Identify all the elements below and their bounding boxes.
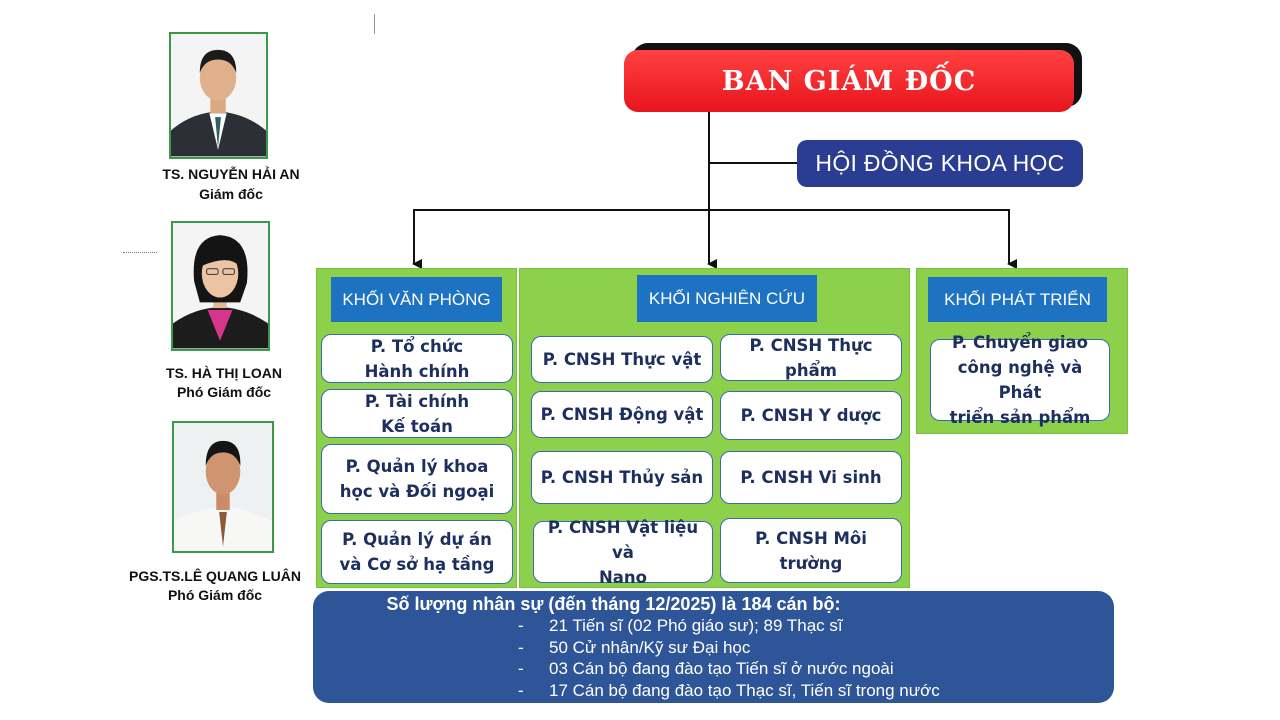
dept-box: P. Tài chính Kế toán	[321, 389, 513, 438]
portrait-icon	[173, 223, 268, 349]
dept-line: P. CNSH Thủy sản	[540, 468, 704, 487]
dept-line: triển sản phẩm	[949, 408, 1091, 427]
dept-line: P. Tổ chức	[370, 336, 464, 356]
summary-title: Số lượng nhân sự (đến tháng 12/2025) là …	[386, 594, 841, 614]
leader-role: Phó Giám đốc	[176, 384, 272, 400]
development-block-title: KHỐI PHÁT TRIỂN	[928, 277, 1107, 322]
bullet-dash: -	[518, 659, 524, 678]
dept-line: P. CNSH Vi sinh	[740, 468, 882, 487]
office-block-title: KHỐI VĂN PHÒNG	[331, 277, 502, 322]
dept-box: P. CNSH Môi trường	[720, 518, 902, 583]
dept-box: P. CNSH Thủy sản	[531, 451, 713, 504]
summary-list: - 21 Tiến sĩ (02 Phó giáo sư); 89 Thạc sĩ…	[518, 615, 940, 701]
leader-role: Phó Giám đốc	[167, 587, 263, 603]
portrait-icon	[171, 34, 266, 157]
dept-line: Hành chính	[364, 361, 470, 381]
dept-line: Kế toán	[381, 416, 453, 436]
staff-summary-panel: Số lượng nhân sự (đến tháng 12/2025) là …	[313, 591, 1114, 703]
summary-item: - 17 Cán bộ đang đào tạo Thạc sĩ, Tiến sĩ…	[518, 680, 940, 702]
leader-role: Giám đốc	[199, 186, 263, 202]
leader-name: PGS.TS.LÊ QUANG LUÂN	[129, 568, 301, 584]
dotted-divider	[123, 252, 157, 253]
dept-line: P. Quản lý dự án	[342, 530, 492, 549]
science-council-box: HỘI ĐỒNG KHOA HỌC	[797, 140, 1083, 187]
summary-item-text: 50 Cử nhân/Kỹ sư Đại học	[549, 637, 751, 657]
dept-box: P. CNSH Động vật	[531, 391, 713, 438]
leader-name: TS. NGUYỄN HẢI AN	[162, 166, 300, 182]
dept-line: P. CNSH Môi	[755, 528, 867, 548]
dept-box: P. CNSH Vật liệu và Nano	[533, 517, 713, 587]
dept-line: P. Tài chính	[364, 391, 470, 411]
dept-line: P. CNSH Thực vật	[542, 350, 702, 369]
dept-line: công nghệ và Phát	[957, 358, 1083, 402]
dept-line: phẩm	[785, 360, 837, 380]
bullet-dash: -	[518, 616, 524, 635]
divider-tick	[374, 14, 375, 34]
summary-item: - 21 Tiến sĩ (02 Phó giáo sư); 89 Thạc sĩ	[518, 615, 940, 637]
dept-box: P. Quản lý dự án và Cơ sở hạ tầng	[321, 520, 513, 584]
dept-box: P. Quản lý khoa học và Đối ngoại	[321, 444, 513, 514]
summary-item-text: 03 Cán bộ đang đào tạo Tiến sĩ ở nước ng…	[549, 659, 894, 678]
summary-item-text: 17 Cán bộ đang đào tạo Thạc sĩ, Tiến sĩ …	[549, 680, 940, 700]
dept-line: học và Đối ngoại	[339, 482, 495, 501]
dept-line: Nano	[598, 567, 648, 587]
dept-box: P. CNSH Thực vật	[531, 336, 713, 383]
leader-photo-deputy-2	[172, 421, 274, 553]
summary-item: - 03 Cán bộ đang đào tạo Tiến sĩ ở nước n…	[518, 658, 940, 680]
dept-box: P. CNSH Thực phẩm	[720, 334, 902, 381]
dept-line: P. CNSH Động vật	[540, 405, 704, 424]
dept-line: P. Chuyển giao	[951, 333, 1089, 352]
dept-line: và Cơ sở hạ tầng	[339, 555, 495, 574]
bullet-dash: -	[518, 637, 524, 657]
dept-line: P. CNSH Y dược	[740, 406, 882, 425]
research-block-title: KHỐI NGHIÊN CỨU	[637, 275, 817, 322]
dept-line: P. CNSH Thực	[749, 335, 873, 355]
dept-box: P. CNSH Y dược	[720, 391, 902, 440]
summary-item-text: 21 Tiến sĩ (02 Phó giáo sư); 89 Thạc sĩ	[549, 616, 843, 635]
leader-name: TS. HÀ THỊ LOAN	[166, 365, 282, 381]
board-of-directors-box: BAN GIÁM ĐỐC	[624, 50, 1074, 112]
dept-box: P. CNSH Vi sinh	[720, 451, 902, 504]
bullet-dash: -	[518, 680, 524, 700]
dept-line: P. Quản lý khoa	[345, 457, 489, 476]
leader-photo-director	[169, 32, 268, 159]
dept-line: P. CNSH Vật liệu và	[547, 517, 699, 562]
portrait-icon	[174, 423, 272, 551]
dept-box: P. Chuyển giao công nghệ và Phát triển sản…	[930, 333, 1110, 427]
summary-item: - 50 Cử nhân/Kỹ sư Đại học	[518, 637, 940, 659]
leader-photo-deputy-1	[171, 221, 270, 351]
dept-line: trường	[779, 553, 843, 573]
